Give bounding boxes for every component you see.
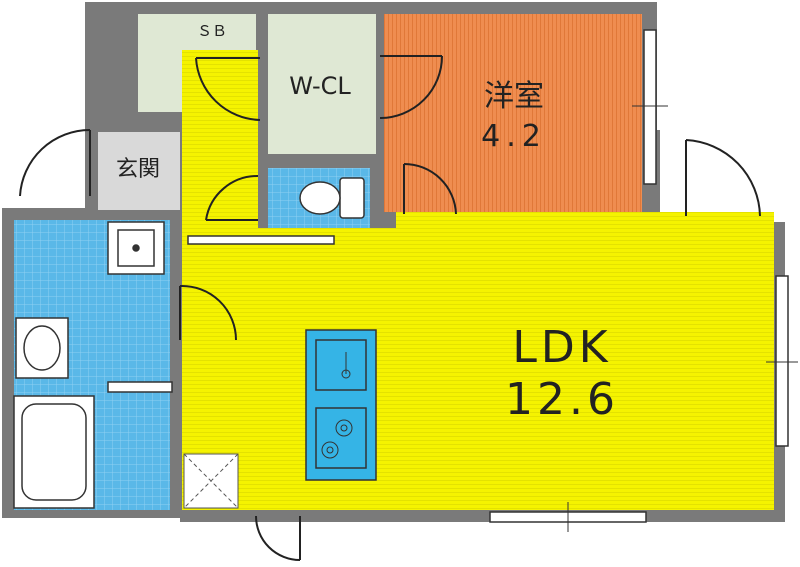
kitchen-counter xyxy=(305,329,377,481)
ldk-upper-floor xyxy=(396,212,774,232)
ldk-floor xyxy=(182,228,774,510)
entrance-floor xyxy=(98,132,180,210)
western-room-label: 洋室 xyxy=(484,79,544,114)
doors xyxy=(19,55,761,561)
sb-label: ＳＢ xyxy=(197,22,227,40)
toilet-icon xyxy=(299,177,365,219)
wcl-label: W-CL xyxy=(289,72,351,100)
ldk-label: LDK xyxy=(512,322,611,373)
ldk-size: 12.6 xyxy=(505,374,619,425)
stove-icon xyxy=(315,407,367,469)
western-floor xyxy=(384,14,642,212)
bathtub-icon xyxy=(13,395,95,509)
sink-icon xyxy=(315,339,367,391)
windows xyxy=(107,29,798,532)
wash-basin-icon xyxy=(15,317,69,379)
storage-icon xyxy=(183,453,239,509)
wcl-floor xyxy=(268,14,376,154)
entrance-label: 玄関 xyxy=(116,157,160,182)
western-room-size: 4.2 xyxy=(481,119,547,154)
hallway-floor xyxy=(182,50,258,230)
washing-machine-icon xyxy=(107,221,165,275)
